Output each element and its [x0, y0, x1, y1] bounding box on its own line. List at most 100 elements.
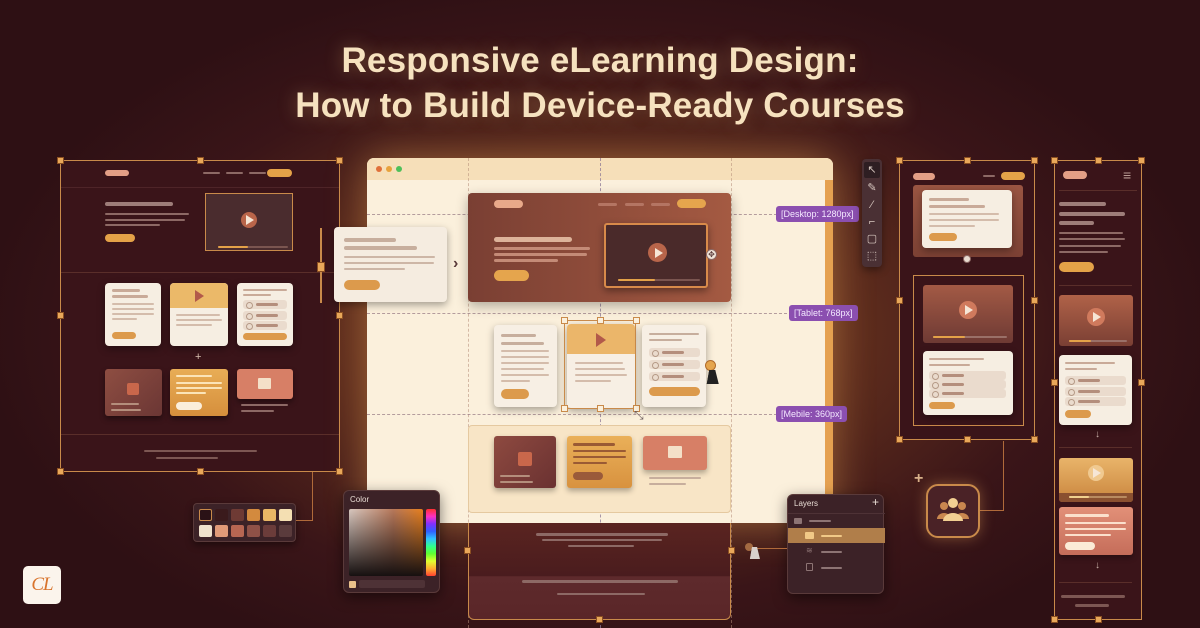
- resize-handle[interactable]: [633, 405, 640, 412]
- play-icon[interactable]: [241, 212, 257, 228]
- hex-input[interactable]: [359, 580, 425, 588]
- play-icon[interactable]: [596, 333, 606, 347]
- swatch[interactable]: [215, 509, 228, 521]
- inner-selection[interactable]: [913, 275, 1024, 426]
- swatch[interactable]: [199, 525, 212, 537]
- layer-row[interactable]: ≋: [788, 544, 885, 559]
- video-card[interactable]: [170, 283, 228, 346]
- play-icon[interactable]: [959, 301, 977, 319]
- resize-handle[interactable]: [57, 468, 64, 475]
- media-card[interactable]: [494, 436, 556, 488]
- play-icon[interactable]: [1087, 308, 1105, 326]
- eyedropper-icon[interactable]: [349, 581, 356, 588]
- resize-handle[interactable]: [896, 436, 903, 443]
- hero-cta-button[interactable]: [494, 270, 529, 281]
- hero-card[interactable]: [922, 190, 1012, 248]
- play-icon[interactable]: [648, 243, 667, 262]
- quiz-option[interactable]: [929, 380, 1006, 389]
- submit-button[interactable]: [243, 333, 287, 340]
- hero-cta-button[interactable]: [1059, 262, 1094, 272]
- quiz-option[interactable]: [1065, 397, 1126, 406]
- card-button[interactable]: [112, 332, 136, 339]
- coral-card[interactable]: [1059, 507, 1133, 555]
- window-minimize-button[interactable]: [386, 166, 392, 172]
- resize-handle[interactable]: [964, 157, 971, 164]
- quiz-option[interactable]: [649, 372, 700, 381]
- plus-icon[interactable]: +: [195, 351, 202, 363]
- resize-handle[interactable]: [1051, 616, 1058, 623]
- quiz-option[interactable]: [243, 300, 287, 309]
- video-player[interactable]: [604, 223, 708, 288]
- video-progress[interactable]: [218, 246, 288, 248]
- layer-row[interactable]: [788, 560, 885, 575]
- resize-handle[interactable]: [1051, 379, 1058, 386]
- window-maximize-button[interactable]: [396, 166, 402, 172]
- floating-card[interactable]: [334, 227, 447, 302]
- team-users-button[interactable]: [926, 484, 980, 538]
- resize-handle[interactable]: [197, 157, 204, 164]
- swatch[interactable]: [215, 525, 228, 537]
- footer-section[interactable]: [468, 523, 731, 620]
- resize-handle[interactable]: [561, 405, 568, 412]
- video-progress[interactable]: [933, 336, 1007, 338]
- resize-handle[interactable]: [1095, 157, 1102, 164]
- brand-logo[interactable]: CL: [23, 566, 61, 604]
- folder-card[interactable]: [237, 369, 293, 399]
- plus-icon[interactable]: +: [914, 470, 924, 487]
- breakpoint-tag-mobile[interactable]: [Mebile: 360px]: [776, 406, 848, 422]
- tablet-wireframe[interactable]: [896, 157, 1038, 443]
- nav-cta-button[interactable]: [1001, 172, 1025, 180]
- folder-card[interactable]: [643, 436, 707, 470]
- mobile-section[interactable]: [468, 425, 731, 513]
- quiz-card[interactable]: [237, 283, 293, 346]
- nav-cta-button[interactable]: [267, 169, 292, 177]
- resize-handle[interactable]: [1031, 157, 1038, 164]
- resize-handle[interactable]: [597, 317, 604, 324]
- resize-handle[interactable]: [561, 317, 568, 324]
- card-button[interactable]: [344, 280, 380, 290]
- card-button[interactable]: [176, 402, 202, 410]
- video-card-selected[interactable]: [567, 324, 635, 408]
- hero-section[interactable]: [468, 193, 731, 302]
- pen-tool-icon[interactable]: ✎: [867, 182, 877, 194]
- eyedropper-tool-icon[interactable]: ⁄: [871, 199, 873, 211]
- orange-card[interactable]: [170, 369, 228, 416]
- resize-handle[interactable]: [633, 317, 640, 324]
- orange-card[interactable]: [567, 436, 632, 488]
- submit-button[interactable]: [929, 402, 955, 409]
- quiz-option[interactable]: [929, 389, 1006, 398]
- selection-box[interactable]: [564, 320, 636, 409]
- desktop-wireframe[interactable]: +: [57, 157, 343, 475]
- quiz-option[interactable]: [1065, 376, 1126, 385]
- resize-handle[interactable]: [597, 405, 604, 412]
- resize-handle[interactable]: [596, 616, 603, 623]
- quiz-option[interactable]: [243, 311, 287, 320]
- hue-slider[interactable]: [426, 509, 436, 576]
- resize-handle[interactable]: [1031, 297, 1038, 304]
- card-button[interactable]: [573, 472, 603, 480]
- chevron-right-icon[interactable]: ›: [453, 255, 459, 272]
- resize-handle[interactable]: [197, 468, 204, 475]
- resize-handle[interactable]: [728, 547, 735, 554]
- quiz-card[interactable]: [1059, 355, 1132, 425]
- resize-handle[interactable]: [1031, 436, 1038, 443]
- quiz-option[interactable]: [649, 360, 700, 369]
- swatch[interactable]: [199, 509, 212, 521]
- layer-row[interactable]: [788, 513, 885, 527]
- card-button[interactable]: [929, 233, 957, 241]
- resize-handle[interactable]: [964, 436, 971, 443]
- resize-handle[interactable]: [896, 297, 903, 304]
- video-progress[interactable]: [1069, 496, 1127, 498]
- video-progress[interactable]: [1069, 340, 1127, 342]
- resize-handle[interactable]: [336, 312, 343, 319]
- swatch[interactable]: [231, 525, 244, 537]
- play-icon[interactable]: [195, 290, 204, 302]
- resize-handle[interactable]: [57, 157, 64, 164]
- pointer-tool-icon[interactable]: ↖: [864, 162, 880, 178]
- card-button[interactable]: [1065, 542, 1095, 550]
- marquee-tool-icon[interactable]: ⬚: [866, 250, 878, 262]
- media-card[interactable]: [105, 369, 162, 416]
- swatch[interactable]: [247, 509, 260, 521]
- crop-tool-icon[interactable]: ⌐: [868, 216, 876, 228]
- breakpoint-tag-desktop[interactable]: [Desktop: 1280px]: [776, 206, 859, 222]
